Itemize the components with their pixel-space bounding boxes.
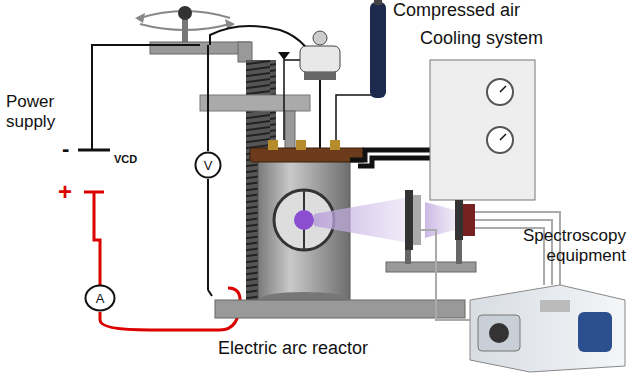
minus-sign: - bbox=[62, 136, 69, 161]
spectroscopy-label: Spectroscopy equipment bbox=[510, 226, 626, 265]
vcd-label: VCD bbox=[114, 153, 137, 166]
cooling-label: Cooling system bbox=[420, 28, 543, 49]
reactor-label: Electric arc reactor bbox=[218, 338, 368, 359]
meter-letter: V bbox=[204, 158, 213, 173]
plus-sign: + bbox=[58, 178, 72, 206]
power-supply-label: Power supply bbox=[6, 92, 68, 131]
compressed-air-label: Compressed air bbox=[393, 0, 520, 21]
meter-letter: A bbox=[96, 291, 105, 306]
voltmeter: V bbox=[194, 151, 222, 179]
ammeter: A bbox=[84, 284, 116, 312]
